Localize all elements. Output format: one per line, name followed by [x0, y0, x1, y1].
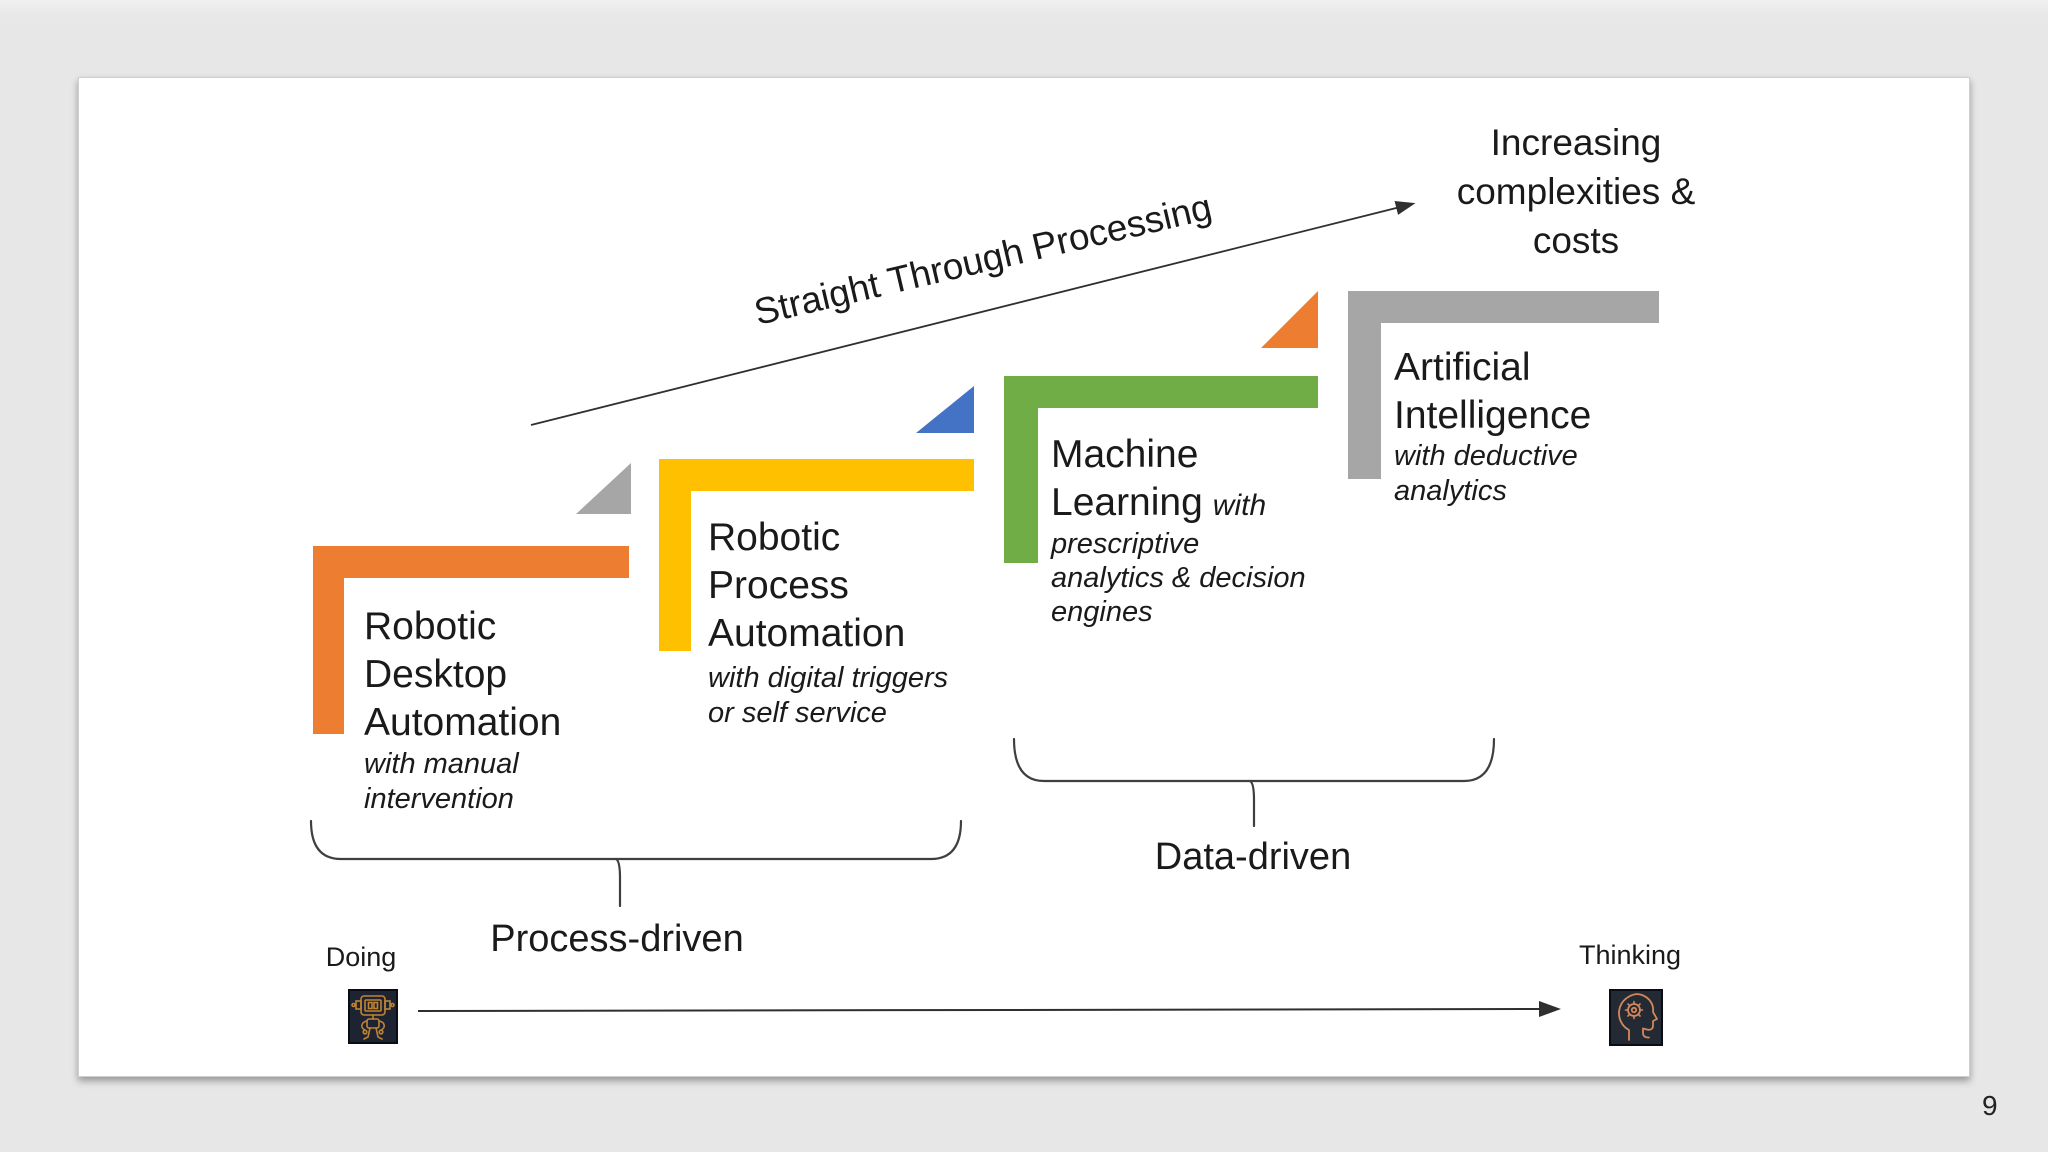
- step2-title: Robotic Process Automation: [708, 516, 906, 655]
- step4-title: Artificial Intelligence: [1394, 346, 1592, 437]
- data-driven-label: Data-driven: [1154, 836, 1352, 878]
- step1-subtitle: with manual intervention: [364, 748, 519, 815]
- step3-top-bar: [1004, 376, 1318, 408]
- step3-subtitle: prescriptive analytics & decision engine…: [1051, 528, 1306, 628]
- thinking-label: Thinking: [1578, 940, 1682, 970]
- step-robotic-process-automation: Robotic Process Automation with digital …: [659, 459, 989, 749]
- step2-top-bar: [659, 459, 974, 491]
- slide-page-number: 9: [1982, 1090, 1998, 1121]
- step1-left-bar: [313, 546, 344, 734]
- step-connector-triangle-blue: [916, 386, 974, 433]
- step3-left-bar: [1004, 376, 1038, 563]
- increasing-complexities-label: Increasing complexities & costs: [1456, 122, 1696, 261]
- step4-subtitle: with deductive analytics: [1394, 440, 1578, 507]
- data-driven-brace: [1012, 737, 1496, 828]
- doing-label: Doing: [325, 942, 397, 972]
- doing-to-thinking-arrow: [417, 1001, 1561, 1018]
- step-artificial-intelligence: Artificial Intelligence with deductive a…: [1348, 291, 1678, 561]
- step1-top-bar: [313, 546, 629, 578]
- straight-through-processing-label: Straight Through Processing: [750, 186, 1216, 333]
- step-connector-triangle-gray: [576, 463, 631, 514]
- step4-top-bar: [1348, 291, 1659, 323]
- step1-title: Robotic Desktop Automation: [364, 605, 562, 744]
- robot-icon: [348, 989, 398, 1044]
- step3-title-note: with: [1212, 489, 1267, 522]
- step-robotic-desktop-automation: Robotic Desktop Automation with manual i…: [313, 546, 643, 836]
- step4-left-bar: [1348, 291, 1381, 479]
- slide-canvas: Increasing complexities & costs Straight…: [78, 77, 1970, 1077]
- step-connector-triangle-orange: [1261, 291, 1318, 348]
- step2-subtitle: with digital triggers or self service: [708, 662, 949, 729]
- step2-left-bar: [659, 459, 691, 651]
- thinking-head-icon: [1609, 989, 1663, 1046]
- process-driven-label: Process-driven: [490, 918, 744, 960]
